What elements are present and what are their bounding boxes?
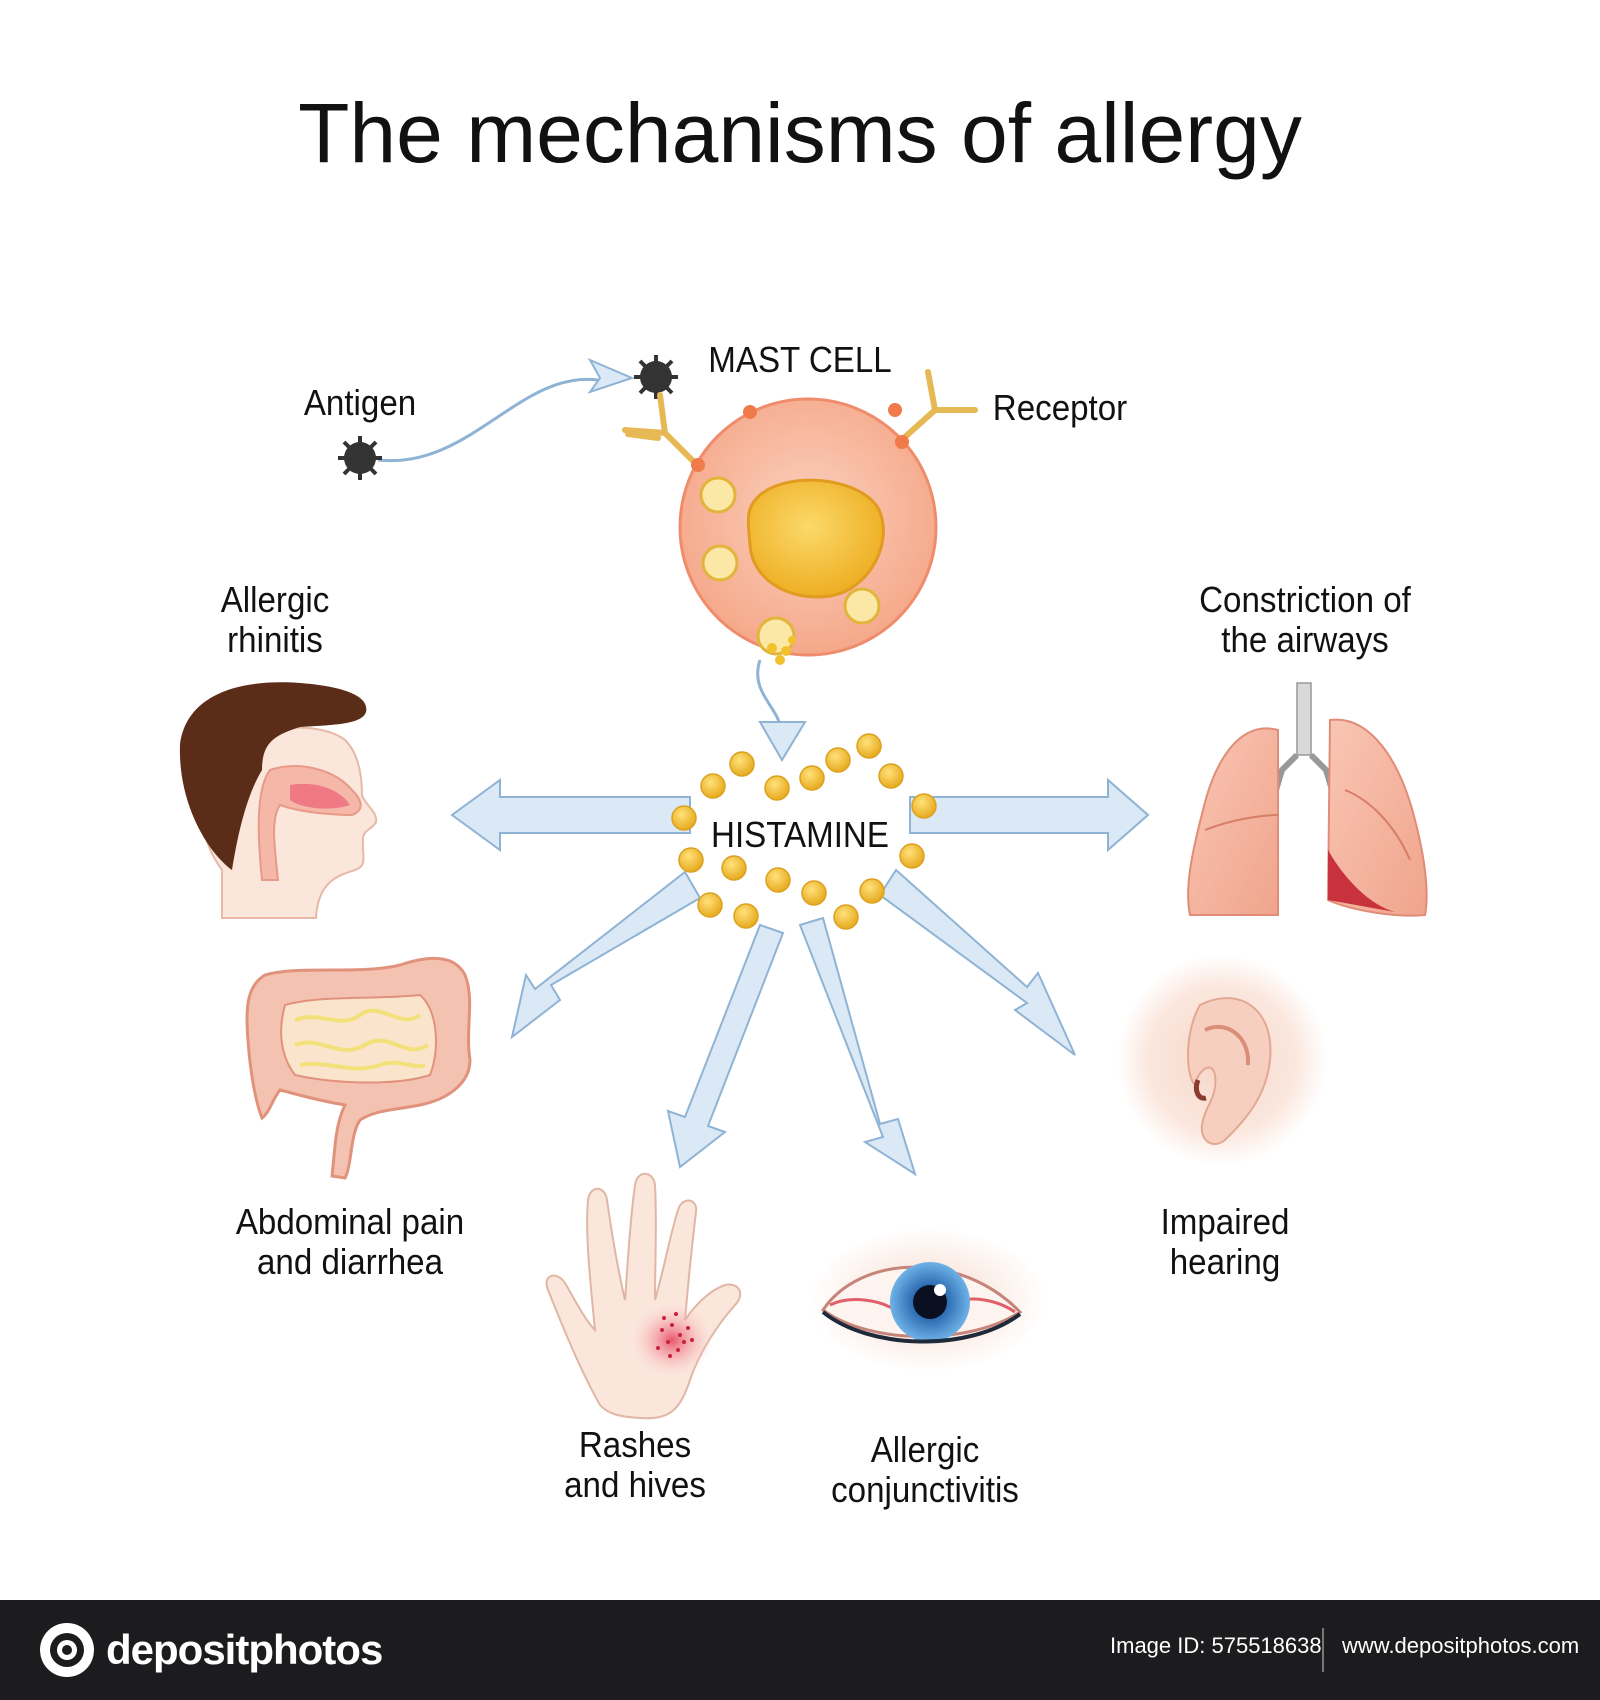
hearing-label-line2: hearing (1138, 1242, 1313, 1282)
receptor-right (905, 372, 975, 437)
eye-label: Allergic conjunctivitis (810, 1430, 1040, 1510)
nucleus (748, 480, 883, 597)
abdominal-label-line2: and diarrhea (230, 1242, 469, 1282)
histamine-label: HISTAMINE (699, 815, 901, 855)
image-id: Image ID: 575518638 (1110, 1633, 1322, 1659)
antigen-particle (338, 436, 382, 480)
abdominal-label: Abdominal pain and diarrhea (230, 1202, 469, 1282)
eye-label-line1: Allergic (810, 1430, 1040, 1470)
arrow-down-center-right (800, 918, 915, 1174)
rhinitis-label: Allergic rhinitis (178, 580, 371, 660)
head-illustration (180, 682, 376, 918)
camera-icon (38, 1621, 96, 1679)
arrow-down-center-left (668, 925, 783, 1167)
hearing-label-line1: Impaired (1138, 1202, 1313, 1242)
airways-label: Constriction of the airways (1181, 580, 1429, 660)
eye-label-line2: conjunctivitis (810, 1470, 1040, 1510)
lungs-illustration (1188, 683, 1427, 916)
arrow-down-right (880, 870, 1075, 1055)
site-link[interactable]: www.depositphotos.com (1342, 1633, 1579, 1659)
antigen-bound-particle (634, 355, 678, 399)
brand-logo[interactable]: depositphotos (38, 1620, 382, 1680)
brand-name: depositphotos (106, 1626, 382, 1674)
arrow-left (452, 780, 690, 850)
eye-illustration (810, 1228, 1046, 1372)
rhinitis-label-line2: rhinitis (178, 620, 371, 660)
ear-illustration (1117, 955, 1327, 1165)
footer-bar: depositphotos Image ID: 575518638 www.de… (0, 1600, 1600, 1700)
abdominal-label-line1: Abdominal pain (230, 1202, 469, 1242)
intestines-illustration (247, 958, 470, 1178)
mast-cell (680, 399, 936, 665)
hand-illustration (547, 1174, 741, 1418)
hearing-label: Impaired hearing (1138, 1202, 1313, 1282)
mast-cell-label: MAST CELL (680, 340, 919, 380)
receptor-left (625, 395, 695, 463)
skin-label: Rashes and hives (548, 1425, 723, 1505)
release-arrow (758, 660, 805, 760)
arrow-right (910, 780, 1148, 850)
footer-divider (1322, 1628, 1324, 1672)
skin-label-line1: Rashes (548, 1425, 723, 1465)
airways-label-line1: Constriction of (1181, 580, 1429, 620)
antigen-label: Antigen (296, 383, 425, 423)
arrow-down-left (512, 872, 700, 1037)
skin-label-line2: and hives (548, 1465, 723, 1505)
receptor-label: Receptor (986, 388, 1133, 428)
rhinitis-label-line1: Allergic (178, 580, 371, 620)
airways-label-line2: the airways (1181, 620, 1429, 660)
diagram-artwork (0, 0, 1600, 1600)
